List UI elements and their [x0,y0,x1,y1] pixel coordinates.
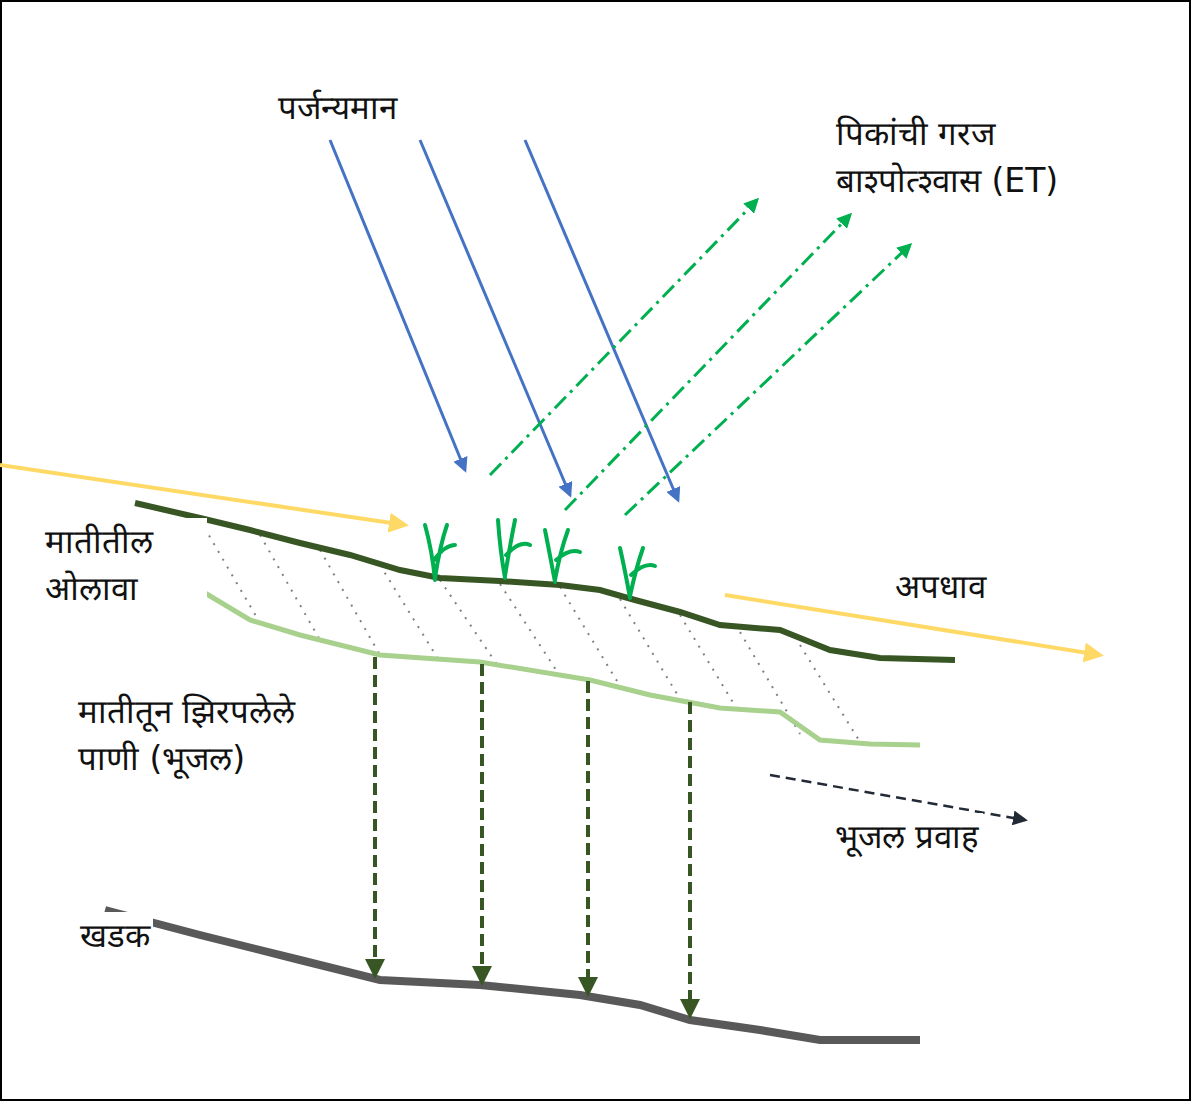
evapotranspiration-label: पिकांची गरज बाश्पोत्श्वास (ET) [833,110,1153,204]
rock-label: खडक [77,912,153,959]
runoff-label: अपधाव [892,563,989,610]
groundwater-flow-label: भूजल प्रवाह [832,813,983,860]
runoff-arrows [0,465,1100,655]
percolation-label: मातीतून झिरपलेले पाणी (भूजल) [75,688,355,782]
percolation-arrows [375,657,690,1015]
crop-plants [425,520,655,598]
rain-arrows [330,140,678,500]
soil-moisture-label: मातीतील ओलावा [42,518,207,612]
rock-line [105,910,920,1040]
ground-surface [135,503,955,660]
et-arrows [490,200,910,515]
rainfall-label: पर्जन्यमान [275,84,400,131]
